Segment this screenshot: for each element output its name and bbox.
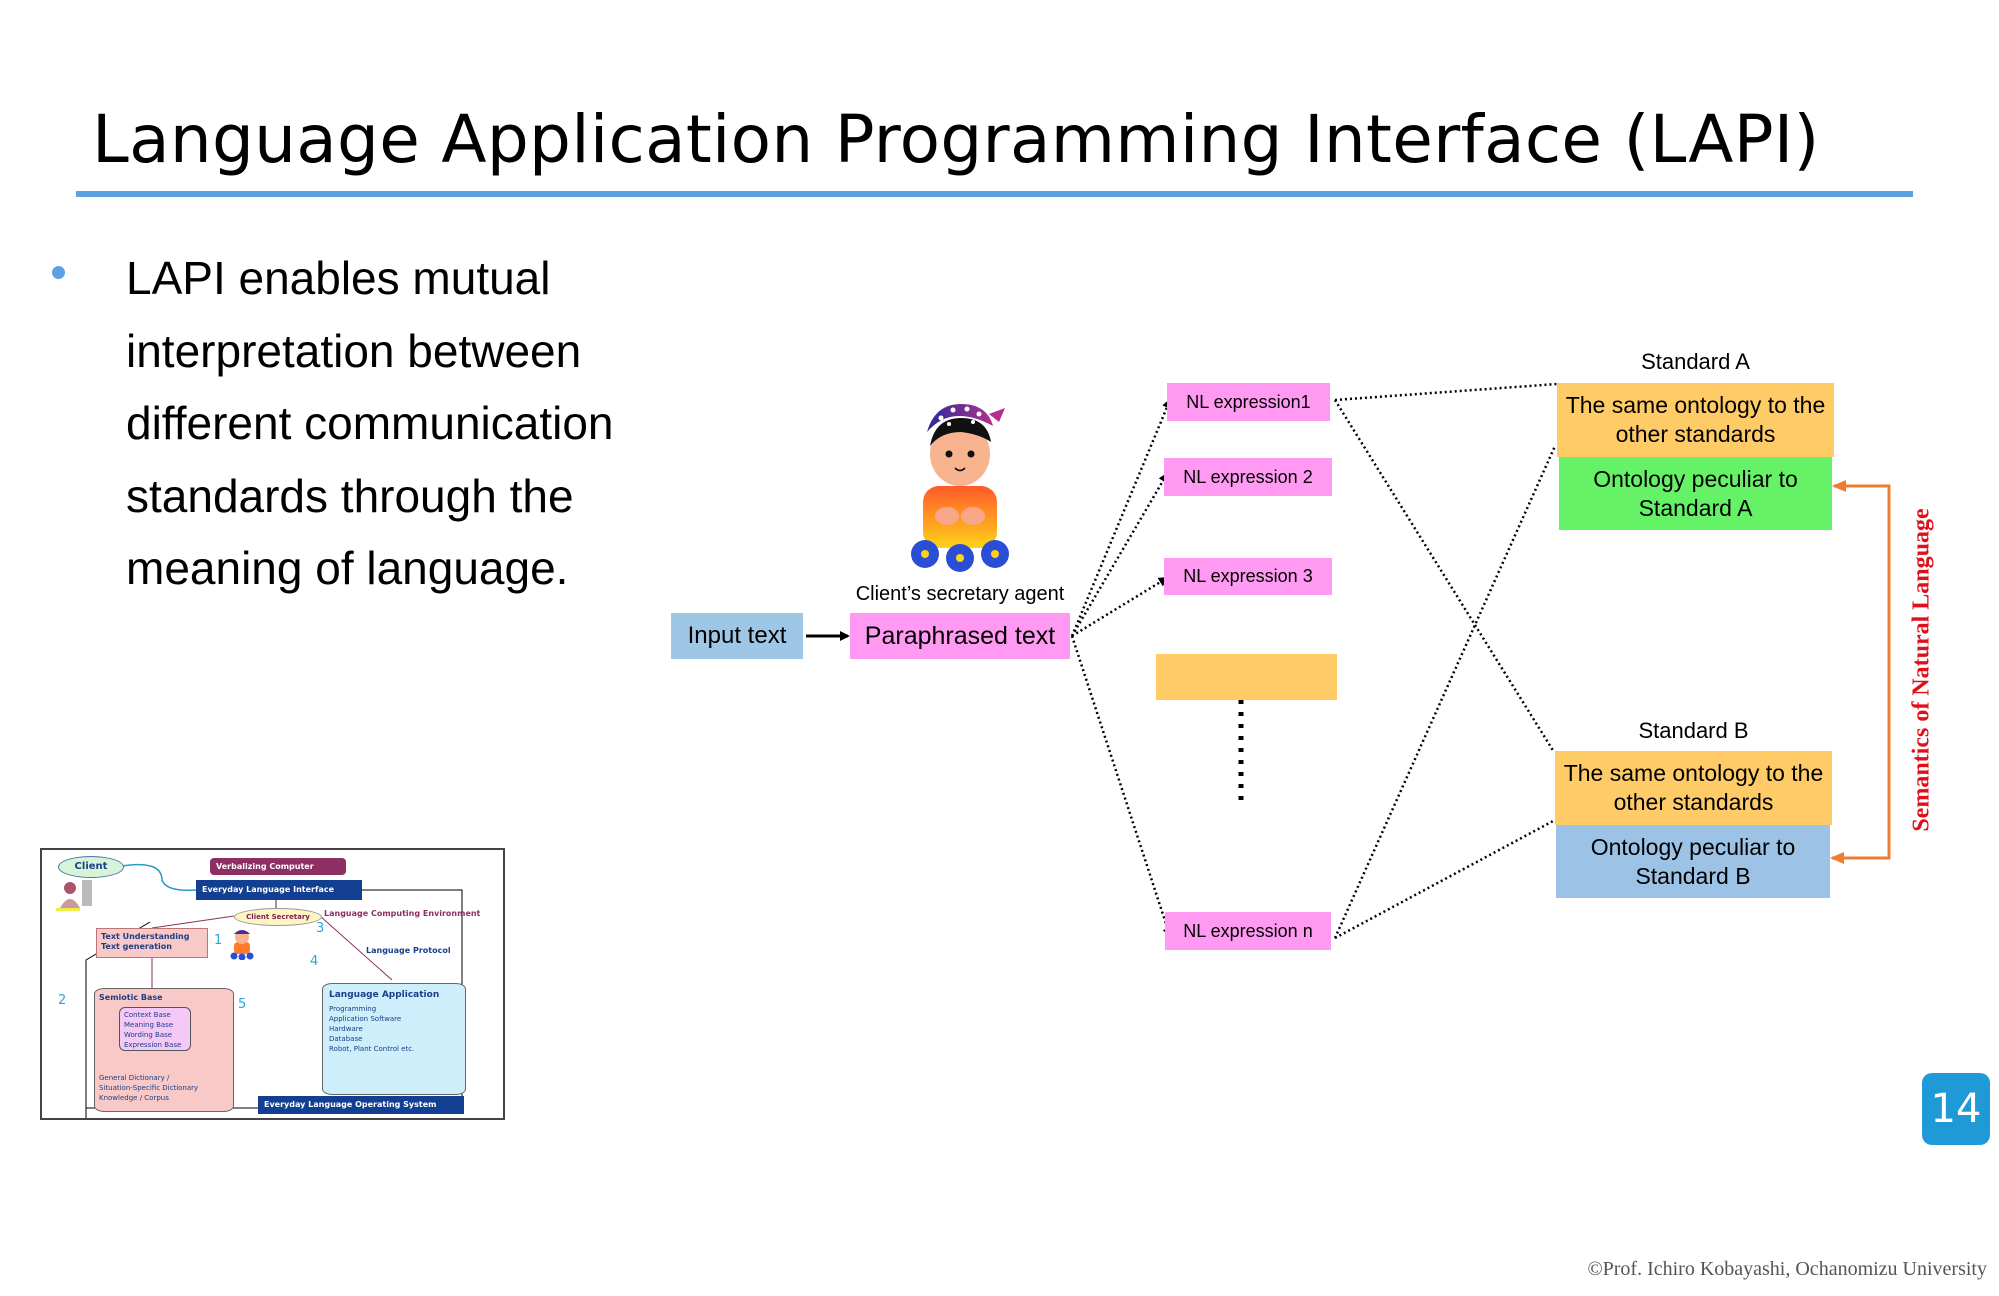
copyright-footer: ©Prof. Ichiro Kobayashi, Ochanomizu Univ… <box>1587 1258 1987 1280</box>
standard-b-same-ontology: The same ontology to the other standards <box>1555 751 1832 825</box>
paraphrased-to-nl3-arrow <box>1071 576 1169 638</box>
nln-to-standard-b-line <box>1334 818 1556 940</box>
paraphrased-to-nl2-arrow <box>1070 472 1169 637</box>
nl1-to-standard-b-line <box>1333 399 1556 753</box>
paraphrased-to-nl1-arrow <box>1070 398 1172 637</box>
nl-expression-2: NL expression 2 <box>1164 458 1332 496</box>
inset-semiotic-inner-item: Expression Base <box>124 1041 182 1049</box>
inset-everyday-language-interface: Everyday Language Interface <box>196 880 362 900</box>
inset-semiotic-inner-item: Wording Base <box>124 1031 173 1039</box>
inset-number-4: 4 <box>310 954 319 969</box>
inset-client-person-icon <box>54 878 98 914</box>
slide-title: Language Application Programming Interfa… <box>92 101 1820 178</box>
bullet-text: LAPI enables mutual interpretation betwe… <box>126 252 614 594</box>
input-text-box: Input text <box>671 613 803 659</box>
nl1-to-standard-a-line <box>1334 382 1558 402</box>
nl-expression-3: NL expression 3 <box>1164 558 1332 595</box>
inset-application-item: Programming <box>329 1005 377 1013</box>
standard-a-same-ontology: The same ontology to the other standards <box>1557 383 1834 457</box>
nl-expression-n: NL expression n <box>1165 912 1331 950</box>
architecture-inset: Client Verbalizing Computer Everyday Lan… <box>40 848 505 1120</box>
inset-number-1: 1 <box>214 933 223 948</box>
paraphrased-text-box: Paraphrased text <box>850 613 1070 659</box>
inset-semiotic-base-title: Semiotic Base <box>99 993 163 1002</box>
agent-label: Client’s secretary agent <box>855 583 1065 605</box>
inset-application-item: Application Software <box>329 1015 402 1023</box>
inset-application-item: Database <box>329 1035 363 1043</box>
inset-client: Client <box>58 856 124 878</box>
inset-text-understanding-box: Text Understanding Text generation <box>96 928 208 958</box>
semantics-label: Semantics of Natural Language <box>1908 508 1935 832</box>
standard-b-label: Standard B <box>1638 718 1749 743</box>
inset-language-application-title: Language Application <box>329 990 440 1000</box>
nln-to-standard-a-line <box>1333 445 1557 939</box>
secretary-agent-icon <box>911 404 1009 572</box>
inset-semiotic-extra-item: General Dictionary / <box>99 1074 170 1082</box>
inset-client-secretary: Client Secretary <box>234 908 322 926</box>
inset-everyday-language-os: Everyday Language Operating System <box>258 1096 464 1114</box>
inset-number-2: 2 <box>58 993 67 1008</box>
inset-semiotic-inner-item: Context Base <box>124 1011 171 1019</box>
title-underline <box>76 191 1913 197</box>
standard-a-label: Standard A <box>1641 349 1750 374</box>
inset-application-item: Hardware <box>329 1025 363 1033</box>
inset-language-application: Language Application Programming Applica… <box>322 983 466 1095</box>
inset-application-item: Robot, Plant Control etc. <box>329 1045 415 1053</box>
standard-b-peculiar-ontology: Ontology peculiar to Standard B <box>1556 825 1830 898</box>
inset-semiotic-inner-box: Context Base Meaning Base Wording Base E… <box>119 1007 191 1051</box>
inset-text-generation: Text generation <box>101 942 172 951</box>
inset-verbalizing-computer: Verbalizing Computer <box>210 858 346 875</box>
standard-a-peculiar-ontology: Ontology peculiar to Standard A <box>1559 457 1832 530</box>
bullet-icon <box>52 266 65 279</box>
semantics-bracket-top <box>1832 480 1891 666</box>
inset-semiotic-extra-item: Knowledge / Corpus <box>99 1094 169 1102</box>
inset-text-understanding: Text Understanding <box>101 932 190 941</box>
inset-number-5: 5 <box>238 997 247 1012</box>
inset-semiotic-base: Semiotic Base Context Base Meaning Base … <box>94 988 234 1112</box>
inset-secretary-agent-icon <box>228 926 256 961</box>
semantics-bracket-bottom <box>1830 666 1891 864</box>
inset-semiotic-extra-item: Situation-Specific Dictionary <box>99 1084 199 1092</box>
inset-number-3: 3 <box>316 921 325 936</box>
nl-expression-placeholder <box>1156 654 1337 700</box>
page-number-badge: 14 <box>1922 1073 1990 1145</box>
inset-language-protocol: Language Protocol <box>366 946 451 955</box>
nl-expression-1: NL expression1 <box>1167 383 1330 421</box>
inset-language-computing-environment: Language Computing Environment <box>324 909 481 918</box>
inset-semiotic-inner-item: Meaning Base <box>124 1021 174 1029</box>
